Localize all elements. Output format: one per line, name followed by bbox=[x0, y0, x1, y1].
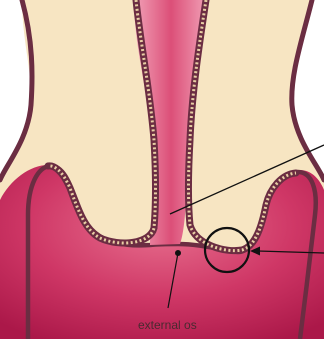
external-os-label: external os bbox=[138, 318, 197, 332]
